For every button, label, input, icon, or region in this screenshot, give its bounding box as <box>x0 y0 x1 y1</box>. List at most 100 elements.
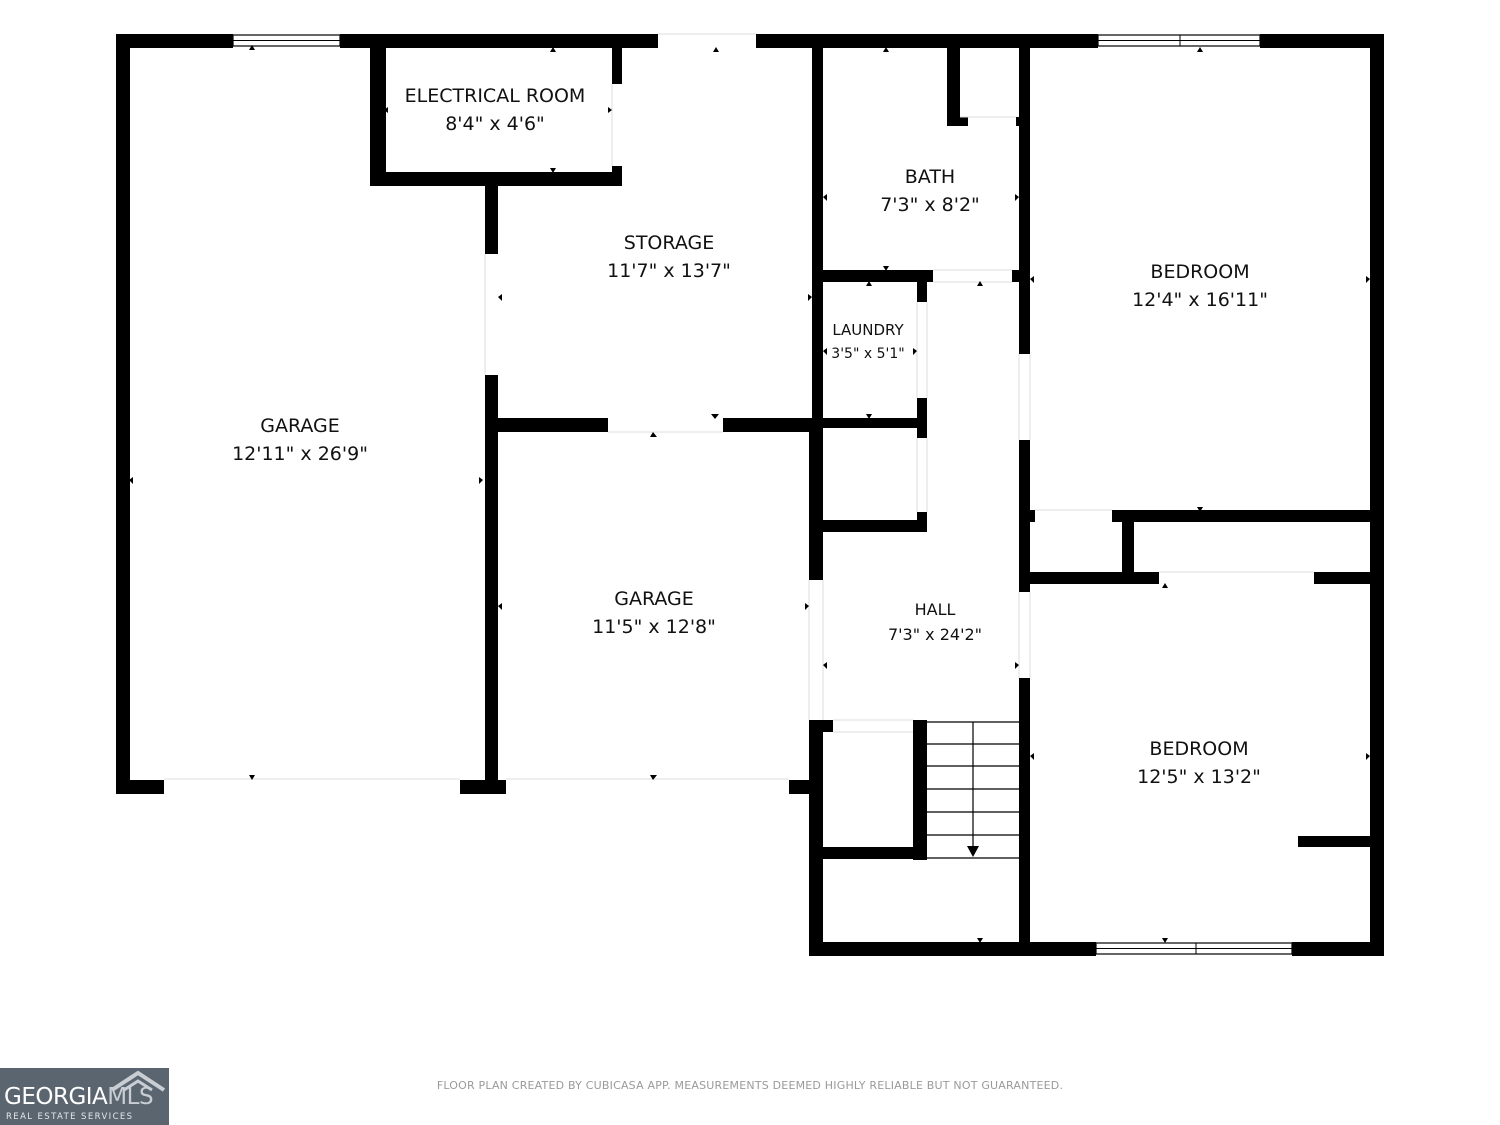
walls <box>116 34 1384 956</box>
wall <box>1292 942 1384 956</box>
room-name-hall: HALL <box>915 600 956 619</box>
dimension-ticks <box>129 45 1370 943</box>
tick <box>913 348 917 355</box>
tick <box>1197 47 1203 52</box>
wall <box>1122 510 1134 584</box>
tick <box>977 938 983 943</box>
logo-brand-suffix: MLS <box>107 1084 154 1110</box>
room-name-bedroom-2: BEDROOM <box>1149 738 1248 760</box>
wall <box>116 34 130 794</box>
openings <box>164 33 1314 780</box>
wall <box>612 166 622 184</box>
room-name-storage: STORAGE <box>624 232 714 254</box>
tick <box>498 294 502 301</box>
room-name-laundry: LAUNDRY <box>832 321 904 339</box>
logo-brand-main: GEORGIA <box>4 1084 108 1110</box>
disclaimer-text: FLOOR PLAN CREATED BY CUBICASA APP. MEAS… <box>436 1079 1064 1092</box>
tick <box>1015 662 1019 669</box>
tick <box>384 107 388 113</box>
wall <box>485 375 498 794</box>
wall <box>340 34 658 48</box>
room-name-garage-1: GARAGE <box>260 415 340 437</box>
tick <box>608 107 612 113</box>
tick <box>1030 276 1034 283</box>
wall <box>823 520 927 532</box>
tick <box>1366 276 1370 283</box>
tick <box>249 775 255 780</box>
wall <box>1019 678 1030 956</box>
tick <box>805 603 809 610</box>
wall <box>1019 34 1030 354</box>
tick <box>866 414 872 419</box>
wall <box>485 182 498 254</box>
tick <box>883 266 889 271</box>
wall <box>1370 34 1384 956</box>
wall <box>917 282 927 302</box>
wall <box>809 432 823 580</box>
tick <box>479 477 483 484</box>
tick <box>866 281 872 286</box>
wall <box>812 34 823 432</box>
tick <box>650 432 657 437</box>
wall <box>823 720 833 732</box>
wall <box>460 780 506 794</box>
wall <box>1314 572 1384 584</box>
wall <box>913 720 927 860</box>
room-dims-storage: 11'7" x 13'7" <box>607 260 731 282</box>
wall <box>116 34 233 48</box>
tick <box>823 662 827 669</box>
wall <box>370 172 622 186</box>
wall <box>723 418 823 432</box>
tick <box>1015 194 1019 201</box>
room-dims-hall: 7'3" x 24'2" <box>888 625 982 644</box>
tick <box>498 603 502 610</box>
wall <box>370 34 386 186</box>
wall <box>1298 836 1384 847</box>
wall <box>1019 510 1035 522</box>
windows <box>232 34 1293 955</box>
tick <box>1162 583 1168 588</box>
tick <box>823 348 827 355</box>
tick <box>550 168 556 173</box>
wall <box>612 48 622 84</box>
wall <box>1019 572 1159 584</box>
stairs-arrow-icon <box>967 846 979 857</box>
tick <box>977 281 983 286</box>
tick <box>713 47 719 52</box>
tick <box>823 194 827 201</box>
room-dims-laundry: 3'5" x 5'1" <box>831 346 904 362</box>
wall <box>823 847 927 859</box>
wall <box>1112 510 1384 522</box>
wall <box>823 270 933 282</box>
tick <box>808 294 812 301</box>
house-roof-icon <box>110 1070 166 1092</box>
wall <box>116 780 164 794</box>
tick <box>550 47 556 52</box>
wall <box>809 720 823 956</box>
tick <box>129 477 133 484</box>
room-name-garage-2: GARAGE <box>614 588 694 610</box>
tick <box>650 775 657 780</box>
wall <box>947 44 960 126</box>
tick <box>1366 753 1370 760</box>
wall <box>756 34 1098 48</box>
wall <box>498 418 608 432</box>
room-name-bath: BATH <box>905 166 955 188</box>
room-name-bedroom-1: BEDROOM <box>1150 261 1249 283</box>
wall <box>809 942 1096 956</box>
tick <box>1030 753 1034 760</box>
room-labels: ELECTRICAL ROOM 8'4" x 4'6" STORAGE 11'7… <box>232 85 1268 788</box>
tick <box>249 45 255 50</box>
tick <box>883 47 889 52</box>
room-dims-bedroom-1: 12'4" x 16'11" <box>1132 289 1268 311</box>
logo-tagline: REAL ESTATE SERVICES <box>6 1112 134 1122</box>
georgia-mls-logo: GEORGIAMLS REAL ESTATE SERVICES <box>0 1068 169 1125</box>
room-dims-garage-1: 12'11" x 26'9" <box>232 443 368 465</box>
tick <box>711 414 719 419</box>
wall <box>823 418 927 428</box>
room-dims-bath: 7'3" x 8'2" <box>880 194 980 216</box>
wall <box>1260 34 1384 48</box>
tick <box>1197 507 1203 512</box>
logo-brand: GEORGIAMLS <box>4 1084 154 1110</box>
